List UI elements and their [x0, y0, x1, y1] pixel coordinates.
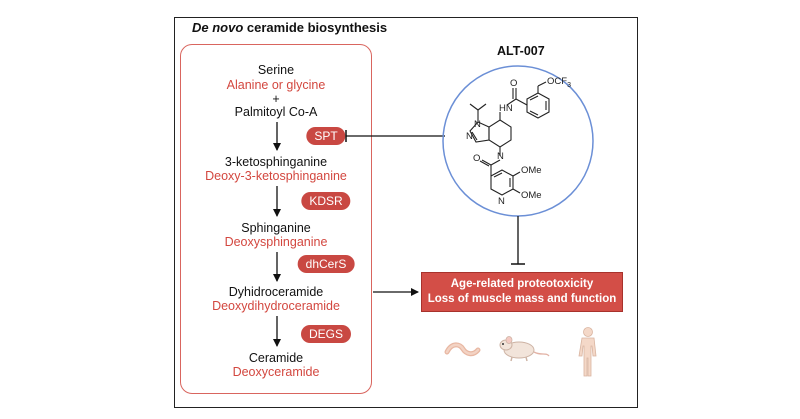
product-dyhidroceramide: Dyhidroceramide — [228, 285, 324, 299]
tetrahydro-ring — [488, 119, 512, 148]
substrate-serine: Serine — [257, 63, 295, 77]
worm-icon — [444, 342, 481, 357]
substrate-alanine-glycine: Alanine or glycine — [226, 78, 326, 92]
alt-007-structure — [469, 81, 550, 196]
outcome-line-1: Age-related proteotoxicity — [450, 278, 594, 290]
compound-name: ALT-007 — [497, 44, 545, 58]
outcome-line-2: Loss of muscle mass and function — [427, 293, 617, 305]
product-sphinganine: Sphinganine — [241, 221, 311, 235]
title-rest-part: ceramide biosynthesis — [243, 20, 388, 35]
label-n1: N — [474, 119, 481, 130]
product-deoxyceramide: Deoxyceramide — [232, 365, 320, 379]
label-ome2: OMe — [521, 190, 542, 201]
product-deoxysphinganine: Deoxysphinganine — [224, 235, 328, 249]
label-n4: N — [498, 196, 505, 207]
label-n3: N — [497, 151, 504, 162]
mouse-icon — [499, 336, 550, 362]
diagram-title: De novo ceramide biosynthesis — [192, 20, 387, 35]
label-nh: HN — [499, 103, 513, 114]
product-deoxy-3-ketosphinganine: Deoxy-3-ketosphinganine — [205, 169, 347, 183]
enzyme-spt: SPT — [306, 127, 346, 145]
outcome-box: Age-related proteotoxicity Loss of muscl… — [421, 272, 623, 312]
product-ceramide: Ceramide — [248, 351, 304, 365]
enzyme-degs: DEGS — [300, 325, 352, 343]
label-o2: O — [473, 153, 480, 164]
product-deoxydihydroceramide: Deoxydihydroceramide — [212, 299, 340, 313]
title-italic-part: De novo — [192, 20, 244, 35]
human-icon — [578, 327, 597, 377]
enzyme-kdsr: KDSR — [301, 192, 351, 210]
label-ome1: OMe — [521, 165, 542, 176]
pathway-box — [180, 44, 372, 394]
figure-frame — [174, 17, 638, 408]
label-o1: O — [510, 78, 517, 89]
label-n2: N — [466, 131, 473, 142]
enzyme-dhcers: dhCerS — [297, 255, 355, 273]
substrate-palmitoyl-coa: Palmitoyl Co-A — [234, 105, 318, 119]
product-3-ketosphinganine: 3-ketosphinganine — [224, 155, 328, 169]
plus-sign: + — [272, 92, 280, 106]
label-ocf3: OCF3 — [547, 76, 571, 89]
pyrazole-ring — [469, 121, 490, 143]
